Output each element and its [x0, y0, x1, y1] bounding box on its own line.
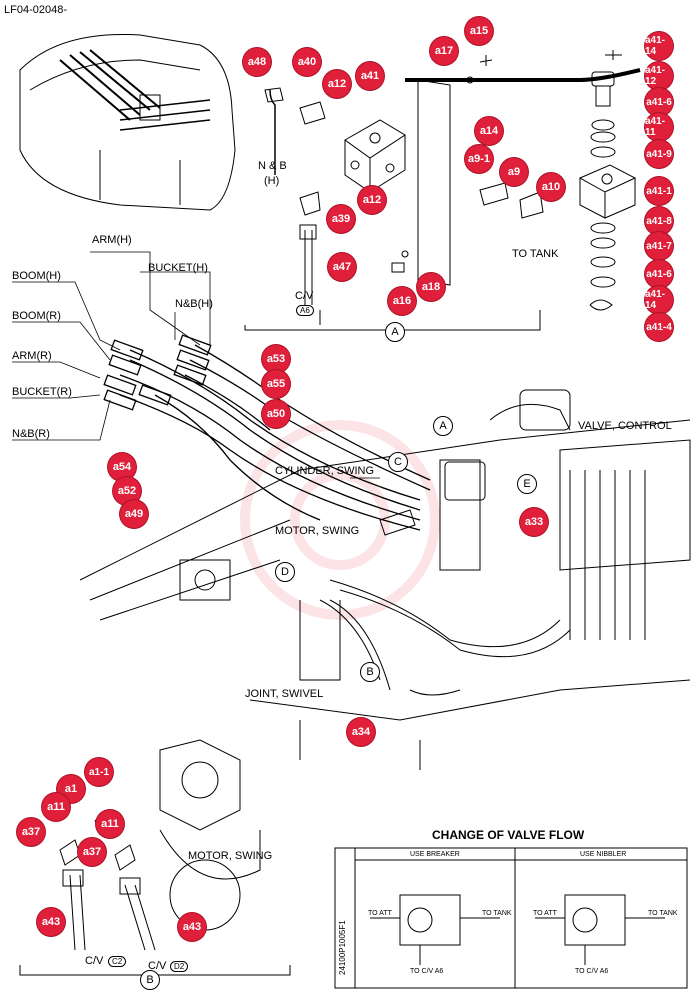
part-badge: a10	[537, 173, 565, 201]
part-badge: a41	[356, 62, 384, 90]
label-arm-r: ARM(R)	[12, 350, 52, 362]
part-badge: a41-8	[645, 207, 673, 235]
part-badge: a47	[328, 253, 356, 281]
part-badge: a15	[465, 17, 493, 45]
label-bucket-r: BUCKET(R)	[12, 386, 72, 398]
drawing-code: LF04-02048-	[4, 4, 67, 16]
to-tank-label-1: TO TANK	[482, 910, 512, 917]
callout-a: A	[433, 416, 453, 436]
label-nb-h3: N&B(H)	[175, 298, 213, 310]
part-badge: a41-11	[645, 113, 673, 141]
callout-e: E	[517, 474, 537, 494]
part-badge: a50	[262, 400, 290, 428]
callout-d: D	[275, 562, 295, 582]
part-badge: a41-7	[645, 232, 673, 260]
label-c2: C2	[108, 956, 127, 967]
to-cv-a6-label-2: TO C/V A6	[575, 968, 609, 975]
part-badge: a14	[475, 117, 503, 145]
change-valve-flow-title: CHANGE OF VALVE FLOW	[432, 828, 585, 842]
to-att-label-1: TO ATT	[368, 910, 392, 917]
part-badge: a41-6	[645, 88, 673, 116]
part-badge: a41-1	[645, 177, 673, 205]
label-boom-r: BOOM(R)	[12, 310, 61, 322]
part-badge: a33	[520, 508, 548, 536]
label-valve-control: VALVE, CONTROL	[578, 420, 672, 432]
section-a-marker: A	[385, 322, 405, 342]
part-badge: a41-12	[645, 62, 673, 90]
label-cv-c2: C/V	[85, 955, 104, 967]
part-badge: a41-9	[645, 140, 673, 168]
label-cylinder-swing: CYLINDER, SWING	[275, 465, 375, 477]
to-tank-label-2: TO TANK	[648, 910, 678, 917]
leader-lines	[12, 251, 380, 479]
part-badge: a17	[430, 37, 458, 65]
label-motor-swing: MOTOR, SWING	[275, 525, 360, 537]
part-badge: a53	[262, 345, 290, 373]
part-badge: a41-6	[645, 260, 673, 288]
label-cv-a6: C/V	[295, 290, 314, 302]
part-badge: a37	[17, 818, 45, 846]
label-arm-h: ARM(H)	[92, 234, 132, 246]
cab-drawing	[19, 33, 236, 211]
part-badge: a49	[120, 500, 148, 528]
part-badge: a39	[327, 205, 355, 233]
label-nb-h: N & B	[258, 160, 287, 172]
label-d2: D2	[170, 961, 189, 972]
part-badge: a43	[178, 913, 206, 941]
section-a-detail	[244, 55, 641, 331]
part-badge: a12	[358, 186, 386, 214]
part-badge: a11	[96, 810, 124, 838]
part-badge: a41-4	[645, 313, 673, 341]
label-nb-h-paren: (H)	[264, 175, 280, 187]
machine-body	[79, 389, 691, 770]
label-boom-h: BOOM(H)	[12, 270, 61, 282]
part-badge: a12	[323, 70, 351, 98]
use-breaker-label: USE BREAKER	[410, 851, 460, 858]
part-badge: a1-1	[85, 758, 113, 786]
part-badge: a9-1	[465, 145, 493, 173]
part-number: 24100P1005F1	[338, 920, 347, 975]
watermark	[240, 420, 440, 620]
part-badge: a9	[500, 158, 528, 186]
use-nibbler-label: USE NIBBLER	[580, 851, 627, 858]
callout-b: B	[360, 662, 380, 682]
part-badge: a11	[42, 793, 70, 821]
callout-c: C	[388, 452, 408, 472]
section-b-marker: B	[140, 970, 160, 990]
part-badge: a37	[78, 838, 106, 866]
valve-flow-table	[334, 847, 688, 989]
label-motor-swing-2: MOTOR, SWING	[188, 850, 273, 862]
part-badge: a54	[108, 453, 136, 481]
part-badge: a18	[417, 273, 445, 301]
part-badge: a55	[262, 370, 290, 398]
label-nb-r: N&B(R)	[12, 428, 50, 440]
part-badge: a40	[293, 48, 321, 76]
part-badge: a41-14	[645, 286, 673, 314]
part-badge: a34	[347, 718, 375, 746]
part-badge: a48	[243, 48, 271, 76]
part-badge: a43	[37, 908, 65, 936]
label-joint-swivel: JOINT, SWIVEL	[245, 688, 324, 700]
label-cv-d2: C/V	[148, 960, 167, 972]
a41-parts	[578, 50, 637, 311]
to-att-label-2: TO ATT	[533, 910, 557, 917]
to-cv-a6-label-1: TO C/V A6	[410, 968, 444, 975]
label-bucket-h: BUCKET(H)	[148, 262, 208, 274]
label-a6: A6	[296, 305, 314, 316]
part-badge: a16	[388, 287, 416, 315]
label-to-tank: TO TANK	[512, 248, 559, 260]
part-badge: a41-14	[645, 32, 673, 60]
